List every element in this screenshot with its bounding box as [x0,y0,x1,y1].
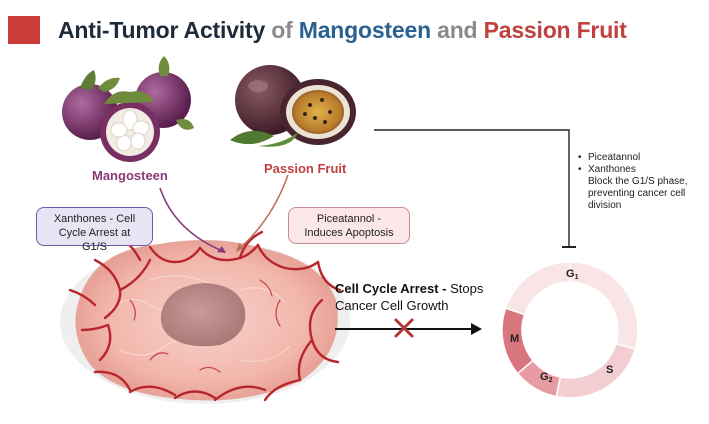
title-part-3: Mangosteen [298,16,431,43]
title-part-2: of [265,16,299,43]
phase-segment-g1 [569,261,639,351]
title-part-4: and [430,16,484,43]
tumor-illustration [60,230,350,404]
passion-arrow [237,174,289,251]
title-square-icon [8,16,40,44]
phase-label-m: M [510,333,519,345]
mangosteen-icon [62,56,194,162]
list-item: •Xanthones [578,164,636,175]
phase-label-g2: G2 [540,371,553,384]
bullet-piceatannol: Piceatannol [588,152,641,163]
passion-fruit-icon [230,65,356,147]
piceatannol-callout: Piceatannol - Induces Apoptosis [288,207,410,244]
passion-arrowhead [236,243,244,252]
phase-label-g1: G1 [566,268,579,281]
mangosteen-label: Mangosteen [92,168,168,183]
phase-label-s: S [606,364,613,376]
bullet-detail: Block the G1/S phase, preventing cancer … [588,176,688,211]
arrest-rest-1: Stops [446,281,484,296]
passion-fruit-label: Passion Fruit [264,161,347,176]
inhibition-line [374,129,570,247]
phase-segment-g1-start [504,261,571,316]
xanthones-callout: Xanthones - Cell Cycle Arrest at G1/S [36,207,153,253]
arrest-description: Cell Cycle Arrest - Stops Cancer Cell Gr… [335,281,483,315]
bullet-xanthones: Xanthones [588,164,636,175]
cell-cycle-ring: G1 S G2 M [501,261,639,399]
mechanism-list: •Piceatannol •Xanthones Block the G1/S p… [578,152,709,212]
list-item: •Piceatannol [578,152,641,163]
arrest-arrowhead [471,323,482,335]
phase-segment-s [555,342,637,399]
title-part-1: Anti-Tumor Activity [58,16,266,43]
arrest-rest-2: Cancer Cell Growth [335,297,449,313]
page-title: Anti-Tumor Activity of Mangosteen and Pa… [58,17,627,44]
title-part-5: Passion Fruit [483,16,627,43]
mangosteen-arrow [159,187,226,253]
arrest-bold: Cell Cycle Arrest - [335,281,447,296]
block-x-icon [394,318,414,338]
title-bar: Anti-Tumor Activity of Mangosteen and Pa… [8,16,627,44]
mangosteen-arrowhead [217,246,226,253]
